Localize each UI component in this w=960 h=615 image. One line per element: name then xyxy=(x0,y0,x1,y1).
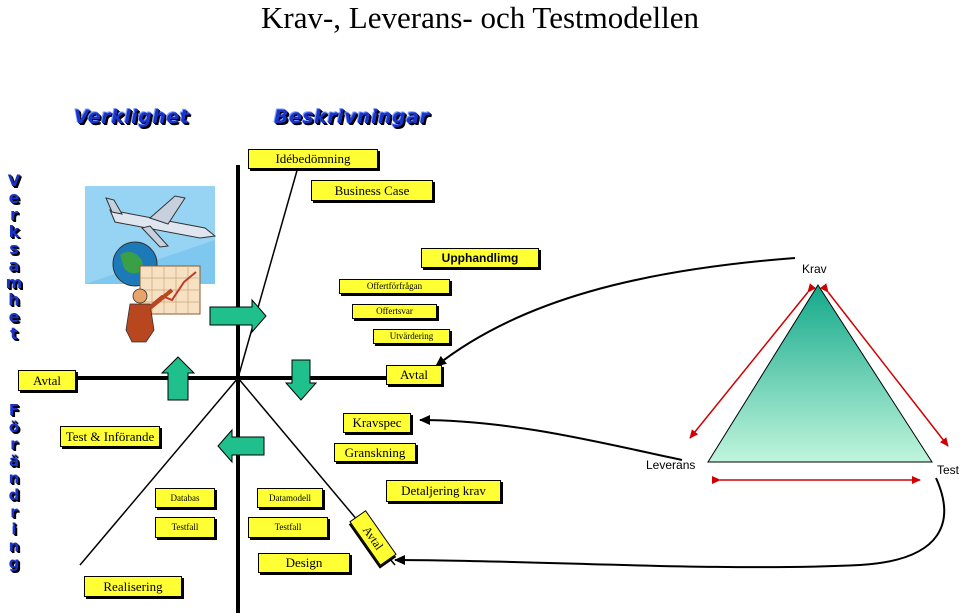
diagonal-up-line xyxy=(238,160,300,378)
design-box: Design xyxy=(258,553,350,573)
triangle-leverans-label: Leverans xyxy=(646,458,695,472)
triangle-test-label: Test xyxy=(937,463,959,477)
utvardering-box: Utvärdering xyxy=(373,329,450,344)
kravspec-box: Kravspec xyxy=(343,413,411,433)
realisering-box: Realisering xyxy=(84,576,182,597)
test-inforande-box: Test & Införande xyxy=(60,426,160,447)
datamodell-box: Datamodell xyxy=(257,488,323,508)
testfall-right-box: Testfall xyxy=(248,517,328,538)
databas-box: Databas xyxy=(155,488,215,508)
idebedomning-box: Idébedömning xyxy=(248,149,378,169)
offertsvar-box: Offertsvar xyxy=(352,304,437,319)
triangle-krav-label: Krav xyxy=(802,262,827,276)
granskning-box: Granskning xyxy=(334,443,416,462)
detaljering-krav-box: Detaljering krav xyxy=(386,480,501,502)
avtal-left-box: Avtal xyxy=(18,370,76,391)
offertforfragan-box: Offertförfrågan xyxy=(339,279,450,294)
arrow-left-block xyxy=(218,430,264,462)
testfall-left-box: Testfall xyxy=(155,517,215,538)
avtal-right-box: Avtal xyxy=(386,365,442,385)
businessman-clipart-icon xyxy=(85,186,215,342)
krav-curve-arrow xyxy=(436,258,795,366)
business-case-box: Business Case xyxy=(311,180,433,201)
leverans-curve-arrow xyxy=(420,420,682,460)
upphandling-box: Upphandlimg xyxy=(421,248,539,268)
